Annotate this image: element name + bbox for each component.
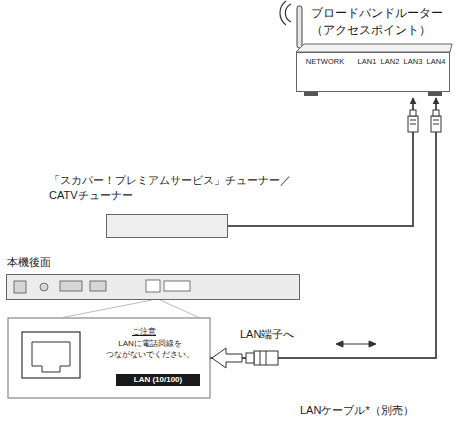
lan-plug	[408, 110, 418, 132]
insert-arrow	[212, 348, 242, 368]
lan-plug	[246, 351, 278, 365]
caution-heading: ご注意	[132, 326, 172, 337]
tuner-box: 「スカパー！プレミアムサービス」チューナー／ CATVチューナー	[106, 214, 228, 238]
lan-cable	[228, 98, 413, 226]
lan-jack-opening	[32, 342, 70, 372]
cable-note: LANケーブル*（別売）	[300, 404, 414, 417]
wifi-wave	[280, 1, 286, 25]
device-heading: 本機後面	[7, 255, 87, 270]
inset-leader	[60, 300, 200, 318]
router-top	[296, 44, 452, 52]
tuner-heading: 「スカパー！プレミアムサービス」チューナー／ CATVチューナー	[49, 173, 299, 204]
router-heading: ブロードバンドルーター （アクセスポイント）	[311, 5, 451, 39]
inset-box: ご注意LANに電話回線を つながないでください。 LAN (10/100)	[8, 318, 210, 398]
lan-plug	[431, 110, 441, 132]
lan-cable	[210, 98, 436, 358]
device-body	[6, 274, 300, 300]
port-name: LAN3	[402, 57, 424, 66]
port-label: LAN (10/100)	[116, 374, 200, 386]
wifi-wave	[285, 4, 291, 22]
router-foot	[428, 92, 442, 96]
device-box: 本機後面	[6, 274, 300, 300]
antenna	[297, 6, 302, 48]
port-name: LAN2	[379, 57, 401, 66]
port-name: NETWORK	[302, 57, 348, 66]
port-name: LAN4	[425, 57, 447, 66]
length-arrow	[336, 341, 376, 347]
port-name: LAN1	[356, 57, 378, 66]
caution-text: LANに電話回線を つながないでください。	[94, 338, 206, 360]
lan-jack	[22, 332, 80, 378]
inset-frame	[8, 318, 210, 398]
device-terminals	[14, 280, 190, 293]
router-foot	[304, 92, 318, 96]
connect-note: LAN端子へ	[240, 328, 294, 341]
